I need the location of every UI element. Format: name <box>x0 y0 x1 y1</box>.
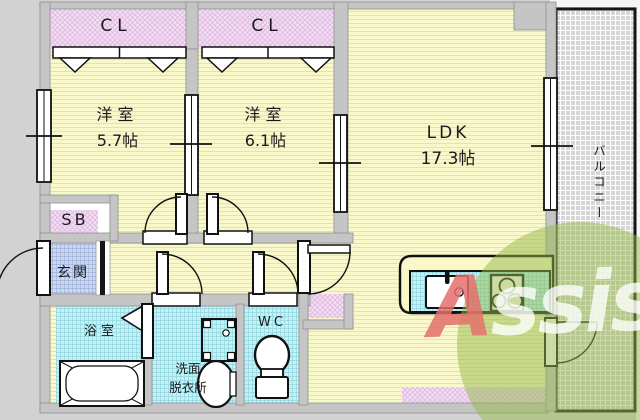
closet-right-label: CL <box>251 16 283 36</box>
washroom-label-line1: 洗面 <box>175 361 201 376</box>
window-bedroom-divider <box>170 94 212 196</box>
ldk-area: 17.3帖 <box>420 149 476 170</box>
window-ldk-balcony <box>531 77 573 211</box>
window-bedroom2-ldk <box>319 114 361 213</box>
closet-left-door-marker <box>146 57 180 74</box>
bedroom1-label: 洋室 5.7帖 <box>70 102 165 153</box>
entrance-floor <box>50 241 96 294</box>
toilet-label: WC <box>258 315 286 330</box>
closet-left-door-marker <box>58 57 92 74</box>
bedroom1-name: 洋室 <box>96 105 139 124</box>
wall-washroom-wc <box>235 303 245 406</box>
entrance-partition <box>95 240 111 296</box>
closet-right-door-marker <box>299 57 333 74</box>
watermark-logo: Assist <box>426 250 640 357</box>
outside-strip-right <box>636 0 640 420</box>
shoe-box-label: SB <box>61 210 89 229</box>
toilet <box>253 334 291 399</box>
bedroom1-door <box>142 193 188 245</box>
bathtub <box>59 360 145 407</box>
ldk-name: LDK <box>426 123 470 143</box>
wall-nook-vertical <box>343 293 354 330</box>
closet-doors <box>52 46 335 74</box>
entrance-label: 玄関 <box>57 265 89 281</box>
bedroom2-door <box>203 193 253 245</box>
windows <box>26 77 573 213</box>
washroom-label: 洗面 脱衣所 <box>154 360 222 398</box>
shoe-box <box>50 210 98 235</box>
watermark-first-letter: A <box>426 256 492 357</box>
bathroom-folding-door <box>120 303 154 359</box>
ldk-label: LDK 17.3帖 <box>393 120 503 173</box>
kitchen-faucet <box>445 270 450 284</box>
outside-strip-top <box>550 0 640 7</box>
bedroom2-area: 6.1帖 <box>244 130 287 150</box>
wall-hall-top <box>39 232 354 244</box>
closet-right-door-marker <box>205 57 239 74</box>
wall-top <box>39 1 549 10</box>
wall-closet-divider <box>185 1 199 50</box>
washroom-door <box>151 251 203 307</box>
washbasin <box>196 359 237 409</box>
window-bedroom1-left <box>26 89 62 183</box>
bedroom1-area: 5.7帖 <box>96 130 139 150</box>
bedroom2-label: 洋室 6.1帖 <box>218 102 313 153</box>
washroom-label-line2: 脱衣所 <box>169 379 207 395</box>
closet-left-label: CL <box>100 16 132 36</box>
bedroom2-name: 洋室 <box>244 105 287 124</box>
wall-top-right-notch <box>513 1 549 31</box>
ldk-counter-storage <box>308 294 344 318</box>
entrance-door <box>0 240 51 296</box>
balcony-label: バルコニー <box>591 143 606 222</box>
ldk-door <box>297 240 351 295</box>
wall-left <box>39 1 51 412</box>
watermark-rest: ssist <box>488 249 640 355</box>
closet-left-floor <box>50 8 186 49</box>
closet-right-floor <box>198 8 334 49</box>
wall-shoebox-top <box>39 194 119 204</box>
bathroom-label: 浴室 <box>83 324 118 339</box>
wall-shoebox-right <box>109 194 119 242</box>
